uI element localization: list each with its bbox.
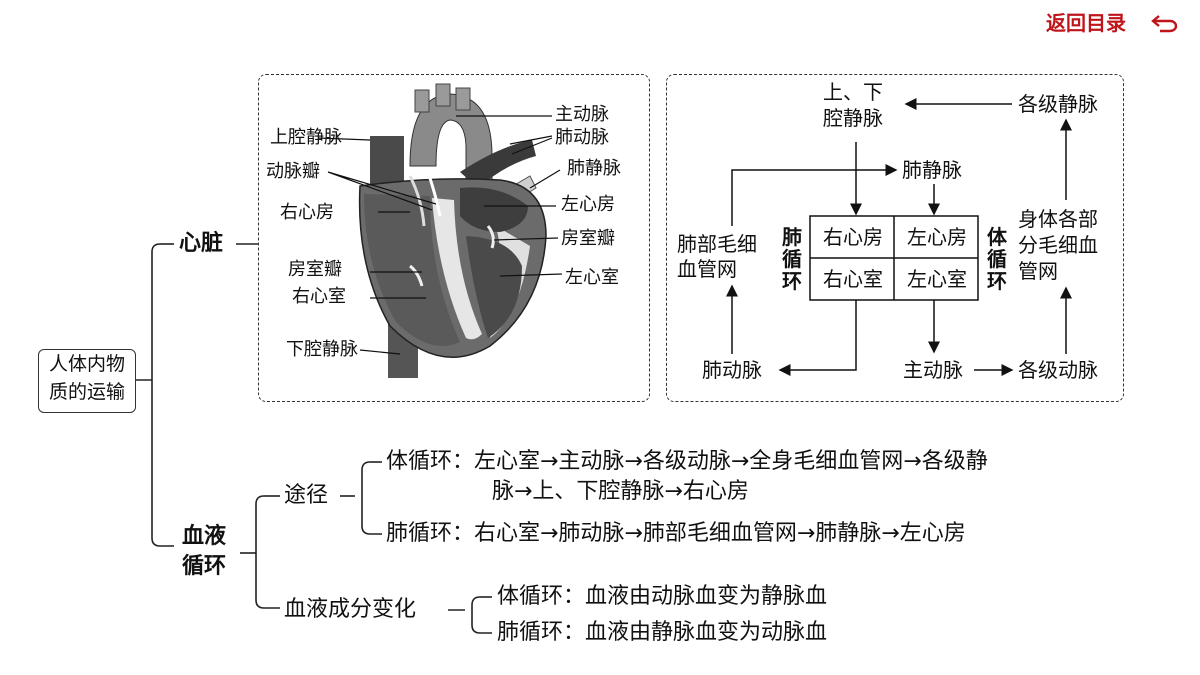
vena-cava-line-2: 腔静脉	[823, 106, 883, 130]
label-left-atrium: 左心房	[561, 194, 615, 215]
route-pulmonary: 肺循环：右心室→肺动脉→肺部毛细血管网→肺静脉→左心房	[386, 521, 966, 546]
label-pulmonary-artery: 肺动脉	[555, 127, 609, 148]
label-left-ventricle: 左心室	[565, 267, 619, 288]
cell-left-ventricle: 左心室	[907, 267, 967, 291]
pulmonary-vein-node: 肺静脉	[902, 158, 962, 182]
label-aorta: 主动脉	[555, 104, 609, 125]
heart-illustration	[317, 83, 563, 378]
route-systemic-line-2: 脉→上、下腔静脉→右心房	[492, 479, 749, 504]
body-capillary-line-2: 分毛细血	[1018, 233, 1098, 257]
arteries-node: 各级动脉	[1018, 358, 1098, 382]
route-label: 途径	[284, 483, 329, 508]
lung-capillary-line-1: 肺部毛细	[677, 232, 757, 256]
pulmonary-artery-node: 肺动脉	[702, 358, 762, 382]
veins-node: 各级静脉	[1018, 92, 1098, 116]
heart-title: 心脏	[179, 231, 224, 256]
label-arterial-valve: 动脉瓣	[266, 161, 320, 182]
root-line-1: 人体内物	[48, 353, 125, 375]
body-capillary-line-1: 身体各部	[1018, 207, 1098, 231]
body-capillary-line-3: 管网	[1018, 259, 1058, 283]
root-node: 人体内物 质的运输	[38, 349, 136, 413]
label-inferior-vena-cava: 下腔静脉	[286, 339, 358, 360]
label-superior-vena-cava: 上腔静脉	[270, 127, 342, 148]
label-pulmonary-vein: 肺静脉	[567, 158, 621, 179]
label-av-valve-left: 房室瓣	[561, 228, 615, 249]
aorta-node: 主动脉	[903, 358, 963, 382]
blood-circulation-title-1: 血液	[182, 524, 227, 549]
vena-cava-line-1: 上、下	[823, 80, 883, 104]
change-pulmonary: 肺循环：血液由静脉血变为动脉血	[497, 620, 828, 645]
root-line-2: 质的运输	[48, 381, 125, 403]
heart-diagram-box	[258, 74, 650, 402]
label-av-valve-right: 房室瓣	[288, 259, 342, 280]
lung-capillary-line-2: 血管网	[677, 257, 737, 281]
change-systemic: 体循环：血液由动脉血变为静脉血	[497, 584, 828, 609]
circulation-diagram-box	[666, 74, 1124, 402]
label-right-atrium: 右心房	[280, 202, 334, 223]
back-to-menu-link[interactable]: 返回目录	[1046, 11, 1126, 35]
pulmonary-circulation-label: 肺 循 环	[782, 225, 802, 293]
route-systemic-line-1: 体循环：左心室→主动脉→各级动脉→全身毛细血管网→各级静	[386, 449, 988, 474]
cell-right-atrium: 右心房	[823, 225, 883, 249]
label-right-ventricle: 右心室	[292, 286, 346, 307]
systemic-circulation-label: 体 循 环	[987, 225, 1007, 293]
cell-left-atrium: 左心房	[907, 225, 967, 249]
return-arrow-icon[interactable]	[1150, 12, 1180, 34]
cell-right-ventricle: 右心室	[823, 267, 883, 291]
composition-change-label: 血液成分变化	[284, 597, 417, 622]
blood-circulation-title-2: 循环	[182, 554, 227, 579]
